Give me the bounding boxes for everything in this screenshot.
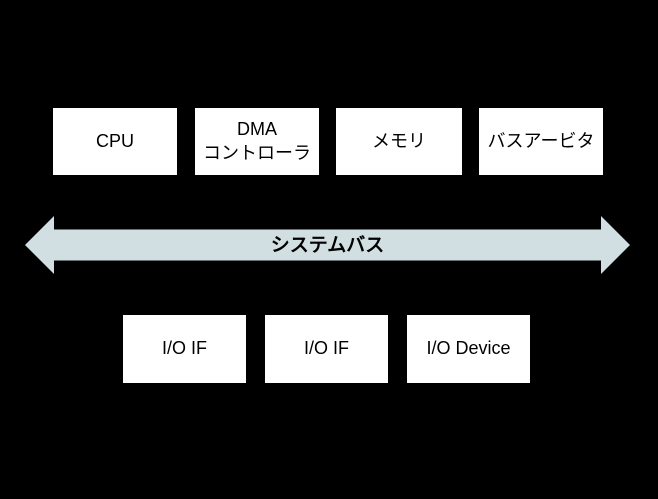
system-bus-arrow-shape — [25, 216, 630, 274]
box-bus-arbiter-label: バスアービタ — [487, 130, 595, 151]
box-cpu: CPU — [53, 108, 177, 175]
system-bus-label: システムバス — [270, 235, 385, 256]
box-io-if-1: I/O IF — [123, 315, 246, 383]
box-memory-label: メモリ — [372, 130, 426, 151]
box-io-device: I/O Device — [407, 315, 530, 383]
box-io-if-2-label: I/O IF — [304, 338, 349, 359]
box-dma-controller-label-line1: DMA — [237, 118, 277, 139]
box-dma-controller: DMA コントローラ — [195, 108, 319, 175]
box-memory: メモリ — [336, 108, 462, 175]
box-bus-arbiter: バスアービタ — [479, 108, 603, 175]
box-io-if-2: I/O IF — [265, 315, 388, 383]
box-dma-controller-label-line2: コントローラ — [203, 142, 311, 163]
box-io-if-1-label: I/O IF — [162, 338, 207, 359]
box-io-device-label: I/O Device — [426, 338, 511, 359]
box-cpu-label: CPU — [95, 130, 134, 151]
